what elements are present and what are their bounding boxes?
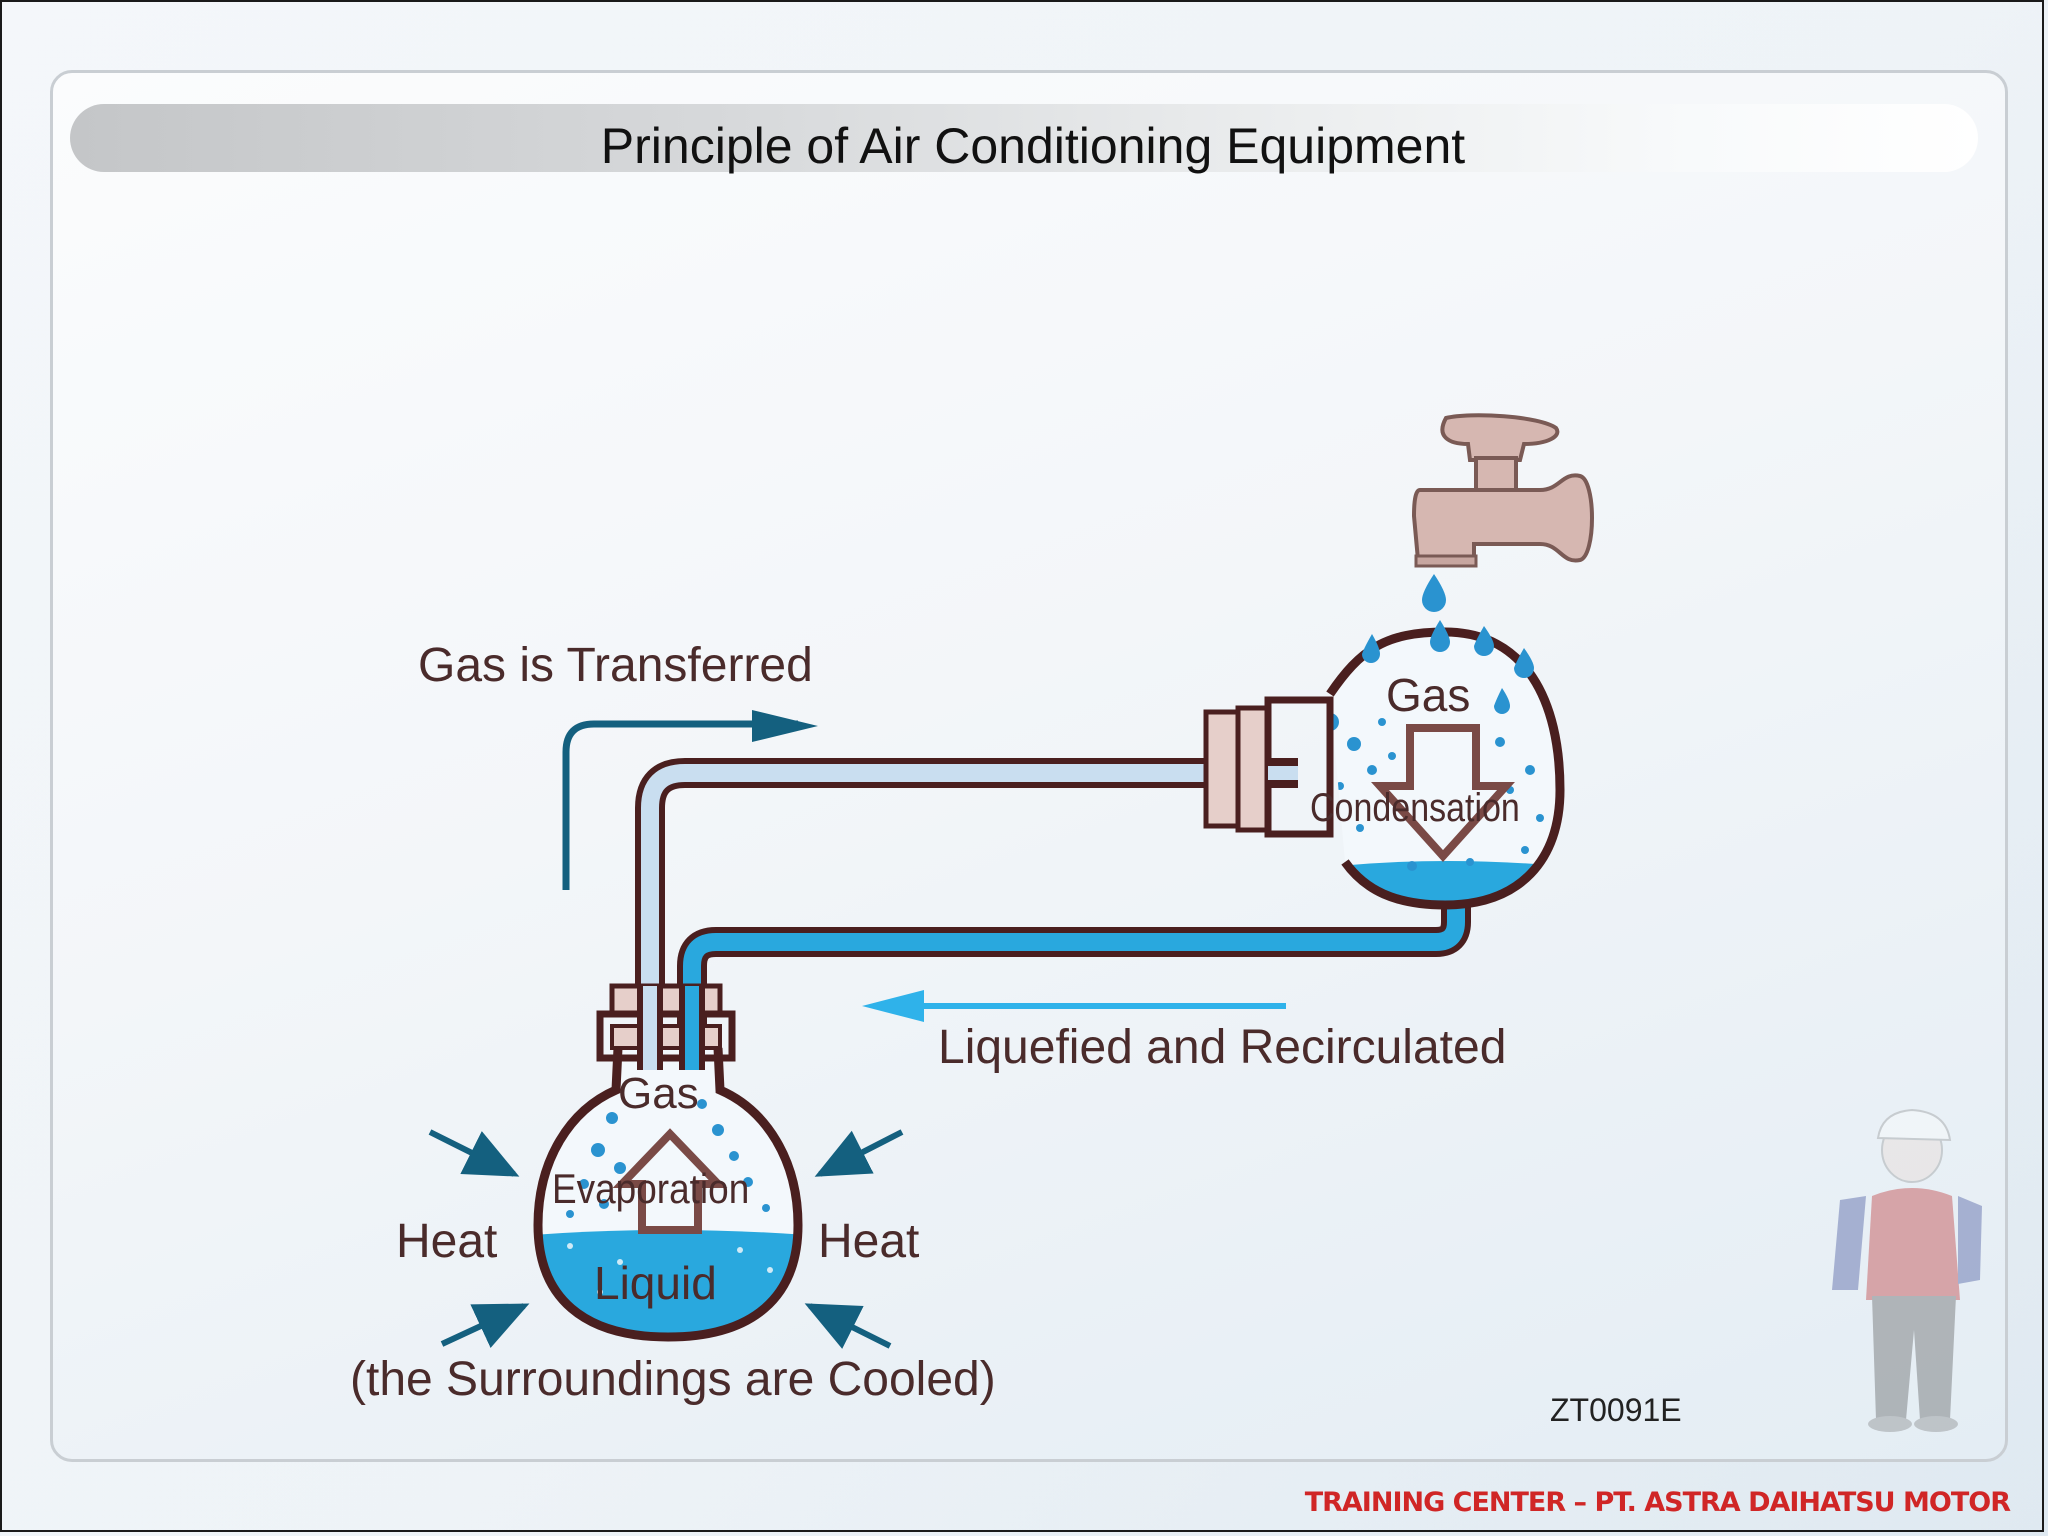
label-evaporation: Evaporation (552, 1165, 750, 1212)
slide-panel (50, 70, 2008, 1462)
liquefied-arrowhead (862, 990, 924, 1022)
condenser-gas-molecules (1330, 713, 1544, 871)
label-gas-transferred: Gas is Transferred (418, 639, 813, 692)
heat-arrow-bottom-right (804, 1303, 892, 1349)
slide-title: Principle of Air Conditioning Equipment (600, 118, 1466, 174)
gas-pipe (635, 758, 1298, 1010)
label-heat-right: Heat (818, 1215, 920, 1268)
faucet-icon (1411, 413, 1594, 568)
heat-arrow-top-left (428, 1129, 520, 1177)
heat-arrow-top-right (814, 1129, 904, 1177)
label-condensation: Condensation (1310, 786, 1520, 830)
heat-arrow-bottom-left (440, 1303, 530, 1348)
label-evaporator-gas: Gas (618, 1069, 699, 1118)
title-bar (70, 104, 1978, 172)
condensation-arrow (1371, 724, 1515, 862)
evaporator-bulb (533, 983, 803, 1342)
label-condenser-gas: Gas (1386, 669, 1471, 721)
label-liquid: Liquid (594, 1257, 717, 1309)
footer-text: TRAINING CENTER – PT. ASTRA DAIHATSU MOT… (1304, 1487, 2011, 1518)
label-heat-left: Heat (396, 1215, 498, 1268)
gas-transfer-arrow (562, 720, 798, 890)
label-surroundings-cooled: (the Surroundings are Cooled) (350, 1353, 996, 1406)
evaporation-arrow (612, 1128, 728, 1234)
figure-code: ZT0091E (1550, 1392, 1682, 1428)
heat-arrows (428, 1129, 904, 1349)
liquid-bubbles (567, 1243, 773, 1295)
water-droplets (1362, 574, 1534, 714)
gas-transfer-arrowhead (752, 710, 818, 742)
evaporator-gas-molecules (566, 1099, 770, 1218)
label-liquefied-recirculated: Liquefied and Recirculated (938, 1021, 1507, 1074)
mechanic-mascot (1832, 1108, 1982, 1432)
